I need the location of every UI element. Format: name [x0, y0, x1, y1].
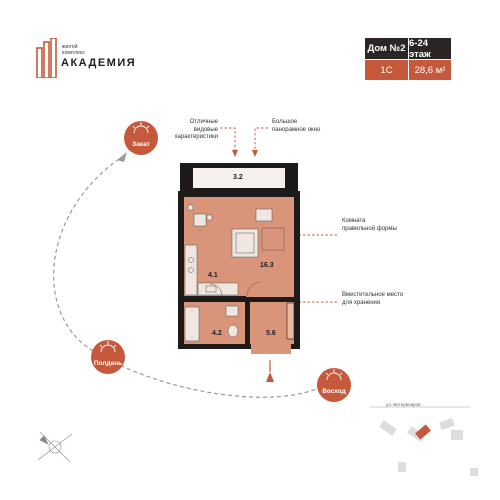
- logo-line-2: комплекс: [62, 50, 86, 56]
- window-pointer: [254, 127, 268, 152]
- kitchen-area: 4.1: [208, 272, 218, 279]
- sunset-sun-icon: [133, 125, 149, 134]
- views-pointer: [220, 127, 236, 152]
- entrance-arrow-icon: [266, 372, 274, 382]
- balcony-area: 3.2: [233, 174, 243, 181]
- storage-note: Вместительное место для хранения: [342, 292, 403, 307]
- sunrise-sun-icon: [326, 372, 342, 381]
- house-number: Дом №2: [365, 38, 408, 59]
- noon-circle: [91, 340, 125, 374]
- logo-mark-icon: [36, 38, 57, 78]
- site-map: [370, 406, 478, 476]
- arc-arrow-icon: [117, 152, 127, 162]
- noon-sun-icon: [100, 344, 116, 353]
- room-note-line-1: Комната: [342, 218, 366, 224]
- bath-area: 4.2: [212, 330, 222, 337]
- sunrise-label: Восход: [322, 388, 346, 395]
- storage-note-line-2: для хранения: [342, 299, 381, 306]
- floor-range: 6-24 этаж: [409, 38, 451, 60]
- living-area: 16.3: [260, 262, 274, 269]
- logo-name: АКАДЕМИЯ: [61, 57, 137, 69]
- hall-area: 5.6: [266, 330, 276, 337]
- sunset-label: Закат: [132, 141, 150, 148]
- views-note-line-1: Отличные: [189, 119, 218, 125]
- floor-plan: [178, 163, 300, 354]
- logo-line-1: жилой: [62, 44, 78, 50]
- compass-icon: [37, 431, 73, 463]
- logo-subtitle: жилой комплекс: [62, 44, 85, 56]
- views-note: Отличные видовые характеристики: [172, 119, 218, 142]
- window-note-line-2: панорамное окно: [272, 126, 321, 133]
- sunset-circle: [124, 121, 158, 155]
- apartment-info-table: Дом №2 6-24 этаж 1С 28,6 м²: [365, 38, 451, 80]
- apartment-area: 28,6 м²: [409, 60, 451, 80]
- storage-note-line-1: Вместительное место: [342, 292, 404, 298]
- room-note-line-2: правильной формы: [342, 225, 397, 232]
- sunrise-circle: [317, 368, 351, 402]
- arrow-down-icon: [232, 150, 238, 157]
- noon-label: Полдень: [93, 360, 123, 367]
- window-note-line-1: Большое: [272, 119, 298, 125]
- views-note-line-3: характеристики: [174, 134, 218, 140]
- window-note: Большое панорамное окно: [272, 119, 320, 134]
- street-label: ул. Ветеринаров: [386, 402, 421, 407]
- room-note: Комната правильной формы: [342, 218, 397, 233]
- apartment-type: 1С: [365, 60, 408, 80]
- views-note-line-2: видовые: [193, 126, 218, 133]
- arrow-down-icon-2: [252, 150, 258, 157]
